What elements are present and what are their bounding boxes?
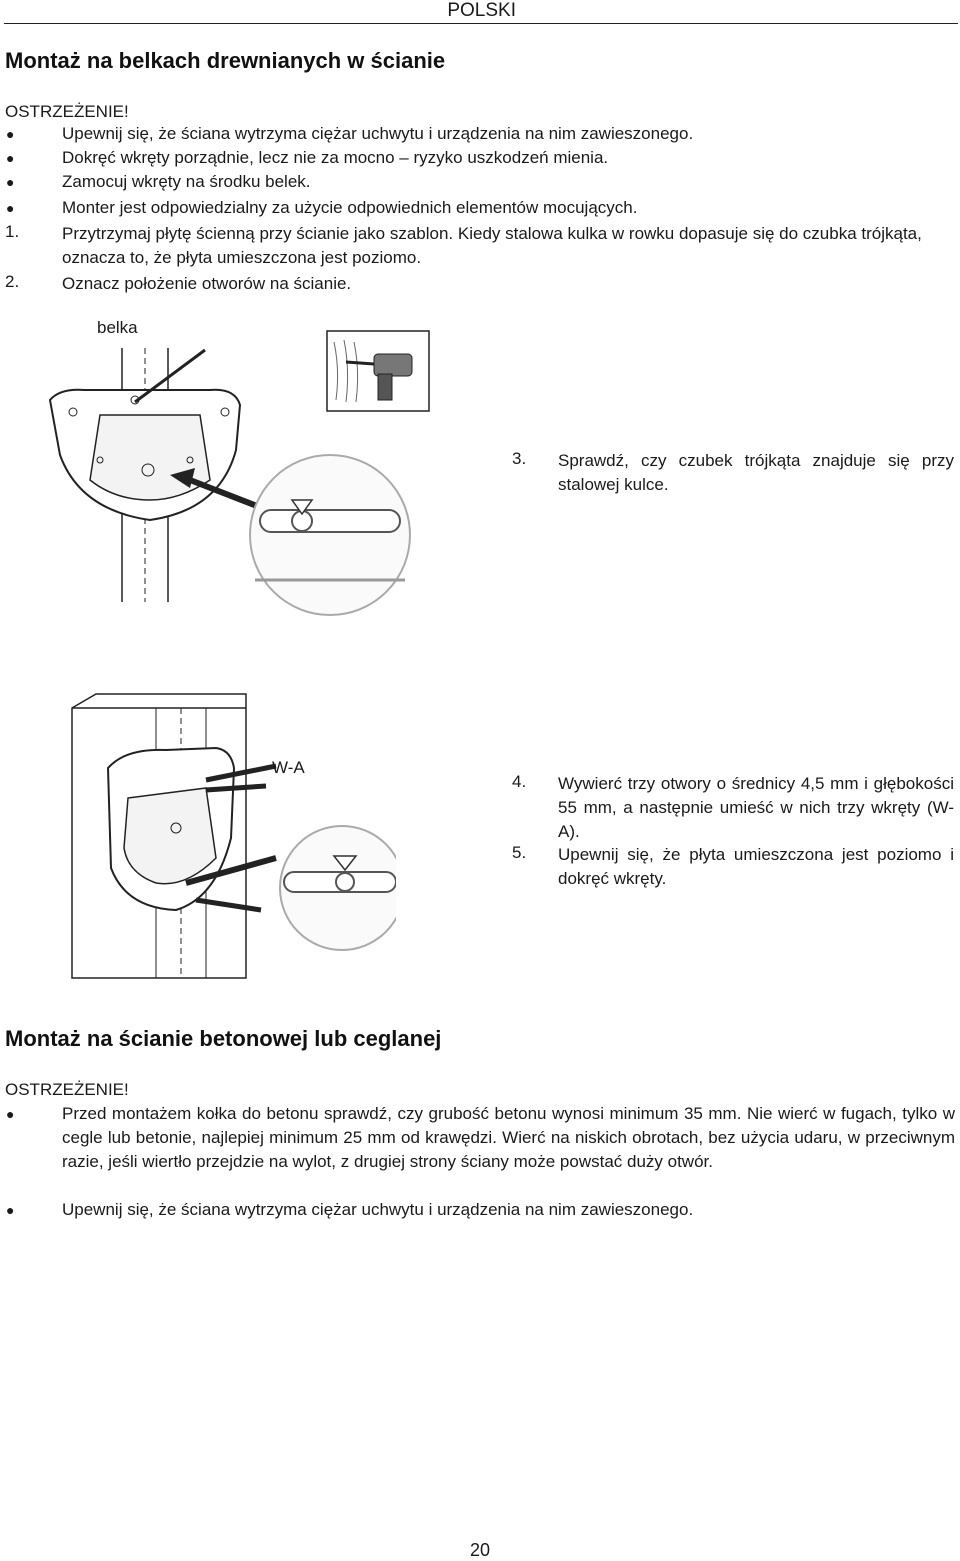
step-text: Upewnij się, że płyta umieszczona jest p…: [558, 845, 954, 888]
warning-bullet: Monter jest odpowiedzialny za użycie odp…: [62, 198, 638, 217]
step-number: 4.: [512, 772, 527, 791]
wall-plate-screws-figure: [71, 693, 396, 979]
page-number: 20: [469, 1540, 491, 1560]
figure-label-beam: belka: [97, 318, 138, 337]
warning-label-1: OSTRZEŻENIE!: [5, 102, 129, 121]
bullet-icon: ●: [6, 1202, 15, 1218]
step-number: 1.: [5, 222, 20, 241]
step-text: Wywierć trzy otwory o średnicy 4,5 mm i …: [558, 774, 954, 841]
header-language: POLSKI: [447, 0, 516, 21]
warning-bullet: Upewnij się, że ściana wytrzyma ciężar u…: [62, 124, 694, 143]
warning-bullet: Przed montażem kołka do betonu sprawdź, …: [62, 1104, 955, 1171]
step-number: 5.: [512, 843, 527, 862]
section-title-wood: Montaż na belkach drewnianych w ścianie: [5, 48, 446, 73]
warning-label-2: OSTRZEŻENIE!: [5, 1080, 129, 1099]
step-text: Przytrzymaj płytę ścienną przy ścianie j…: [62, 224, 922, 267]
step-number: 3.: [512, 449, 527, 468]
wall-plate-on-beam-figure: [48, 348, 411, 616]
bullet-icon: ●: [6, 126, 15, 142]
figure-label-screw: W-A: [272, 758, 305, 777]
bullet-icon: ●: [6, 1106, 15, 1122]
warning-bullet: Upewnij się, że ściana wytrzyma ciężar u…: [62, 1200, 694, 1219]
bullet-icon: ●: [6, 200, 15, 216]
step-text: Oznacz położenie otworów na ścianie.: [62, 274, 352, 293]
drill-icon: [326, 330, 430, 412]
warning-bullet: Zamocuj wkręty na środku belek.: [62, 172, 311, 191]
warning-bullet: Dokręć wkręty porządnie, lecz nie za moc…: [62, 148, 609, 167]
step-number: 2.: [5, 272, 20, 291]
section-title-concrete: Montaż na ścianie betonowej lub ceglanej: [5, 1026, 442, 1051]
header-divider: [4, 23, 958, 24]
step-text: Sprawdź, czy czubek trójkąta znajduje si…: [558, 451, 954, 494]
bullet-icon: ●: [6, 150, 15, 166]
bullet-icon: ●: [6, 174, 15, 190]
